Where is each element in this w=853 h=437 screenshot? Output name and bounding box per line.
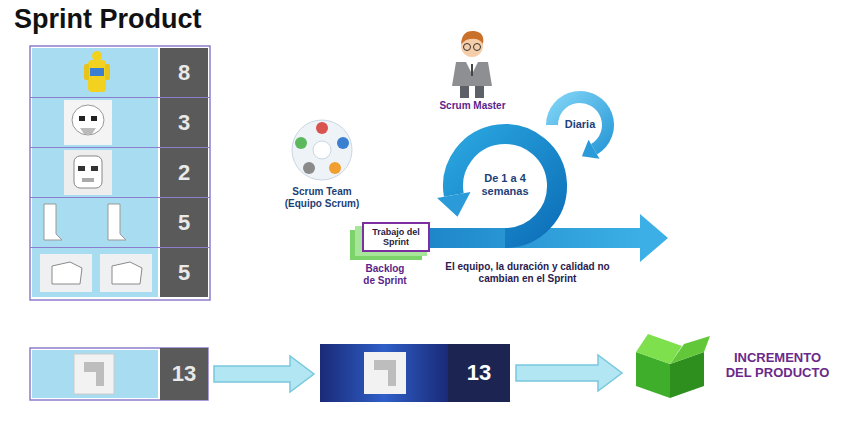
diagram-label: Scrum Master: [430, 100, 515, 112]
node-label: INCREMENTO DEL PRODUCTO: [723, 351, 833, 381]
backlog-item: 5: [30, 198, 208, 247]
scrum-team-icon: [292, 120, 352, 180]
backlog-table: [30, 46, 210, 300]
number-cell: 13: [448, 344, 510, 402]
number-cell: 8: [160, 48, 208, 97]
story-points: 2: [178, 160, 190, 185]
diagram-label: De 1 a 4 semanas: [470, 172, 540, 198]
page-title: Sprint Product: [14, 4, 202, 35]
flow-arrow: [516, 355, 622, 391]
diagram-label: El equipo, la duración y calidad no camb…: [430, 261, 625, 285]
story-points: 13: [172, 361, 196, 386]
text-area: INCREMENTO DEL PRODUCTO: [712, 326, 843, 406]
backlog-item: 5: [30, 248, 208, 297]
backlog-item: 2: [30, 148, 208, 197]
increment-crate: [636, 334, 710, 398]
diagram-label: Backlog de Sprint: [360, 263, 410, 287]
diagram-label: Diaria: [556, 118, 604, 131]
story-points: 5: [178, 210, 190, 235]
number-cell: 13: [160, 348, 208, 400]
sprint-item-cell: [320, 344, 448, 402]
robot-head-icon: [64, 150, 112, 195]
increment-box: INCREMENTO DEL PRODUCTO: [628, 326, 843, 406]
story-points: 13: [467, 360, 491, 385]
text-area: Trabajo del Sprint: [362, 222, 430, 252]
backlog-item: 8: [30, 48, 208, 97]
story-points: 3: [178, 110, 190, 135]
node-label: Trabajo del Sprint: [368, 227, 424, 248]
number-cell: 5: [160, 198, 208, 247]
done-item-cell: [30, 348, 208, 400]
scrum-master-figure: [452, 31, 492, 98]
boots-icon: [44, 204, 126, 240]
number-cell: 2: [160, 148, 208, 197]
gloves-icon: [40, 254, 152, 292]
number-cell: 5: [160, 248, 208, 297]
backlog-item: 13: [30, 348, 208, 400]
work-box: Trabajo del Sprint: [362, 222, 430, 252]
lego-figure: [84, 51, 110, 92]
backlog-item: 3: [30, 98, 208, 147]
backlog-item: 13: [320, 344, 510, 402]
flow-arrow: [214, 356, 314, 392]
number-cell: 3: [160, 98, 208, 147]
helmet-icon: [64, 100, 112, 145]
sprint-cycle: [360, 97, 668, 262]
story-points: 8: [178, 60, 190, 85]
diagram-label: Scrum Team (Equipo Scrum): [280, 186, 364, 210]
story-points: 5: [178, 260, 190, 285]
